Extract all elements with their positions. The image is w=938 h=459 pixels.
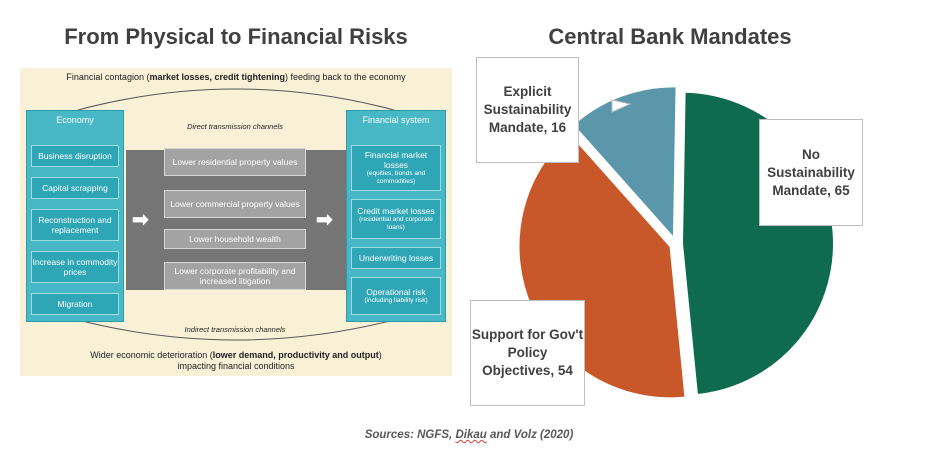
caption-part: ) (378, 350, 382, 360)
channel-box: Lower household wealth (164, 229, 306, 249)
financial-system-title: Financial system (362, 115, 430, 125)
channel-box: Lower corporate profitability and increa… (164, 262, 306, 290)
economy-panel: Economy Business disruption Capital scra… (26, 110, 124, 322)
callout-no-mandate: No Sustainability Mandate, 65 (759, 119, 863, 226)
caption-bold: lower demand, productivity and output (212, 350, 379, 360)
caption-part: Financial contagion ( (66, 72, 150, 82)
economy-item: Reconstruction and replacement (31, 209, 119, 241)
financial-item-sub: (equities, bonds and commodities) (366, 170, 426, 185)
caption-bold: market losses, credit tightening (149, 72, 286, 82)
source-text: Sources: NGFS, (364, 429, 456, 441)
loop-curves (77, 88, 395, 341)
economy-item: Increase in commodity prices (31, 251, 119, 283)
economy-item: Business disruption (31, 145, 119, 167)
source-author: Dikau (455, 429, 487, 441)
indirect-channels-label: Indirect transmission channels (184, 325, 286, 334)
economy-item: Capital scrapping (31, 177, 119, 199)
caption-part: impacting financial conditions (177, 361, 295, 371)
financial-item: Operational risk (including liability ri… (351, 277, 441, 315)
financial-item: Underwriting losses (351, 247, 441, 269)
callout-support-gov-policy: Support for Gov't Policy Objectives, 54 (470, 300, 585, 406)
deterioration-caption: Wider economic deterioration (lower dema… (20, 350, 452, 372)
callout-pointer (611, 99, 632, 113)
direct-channels-label: Direct transmission channels (187, 122, 283, 131)
channel-box: Lower residential property values (164, 148, 306, 176)
chart-title: Central Bank Mandates (548, 24, 792, 49)
transmission-diagram: Financial contagion (market losses, cred… (20, 68, 452, 376)
contagion-caption: Financial contagion (market losses, cred… (20, 72, 452, 83)
financial-item-main: Underwriting losses (358, 253, 434, 263)
financial-system-panel: Financial system Financial market losses… (346, 110, 446, 322)
caption-part: ) feeding back to the economy (285, 72, 406, 82)
economy-title: Economy (56, 115, 94, 125)
economy-item: Migration (31, 293, 119, 315)
financial-item: Financial market losses (equities, bonds… (351, 145, 441, 191)
arrow-right-icon: ➡ (316, 209, 333, 231)
source-note: Sources: NGFS, Dikau and Volz (2020) (300, 429, 638, 441)
diagram-title: From Physical to Financial Risks (64, 24, 408, 49)
financial-item-main: Financial market losses (364, 150, 428, 170)
caption-part: Wider economic deterioration ( (90, 350, 213, 360)
source-text: and Volz (2020) (486, 429, 574, 441)
callout-explicit-mandate: Explicit Sustainability Mandate, 16 (476, 57, 579, 163)
channel-box: Lower commercial property values (164, 190, 306, 218)
arrow-right-icon: ➡ (132, 209, 149, 231)
financial-item-sub: (including liability risk) (364, 297, 428, 304)
financial-item-main: Credit market losses (357, 206, 435, 216)
financial-item-main: Operational risk (366, 287, 426, 297)
financial-item-sub: (residential and corporate loans) (359, 216, 433, 231)
financial-item: Credit market losses (residential and co… (351, 199, 441, 239)
